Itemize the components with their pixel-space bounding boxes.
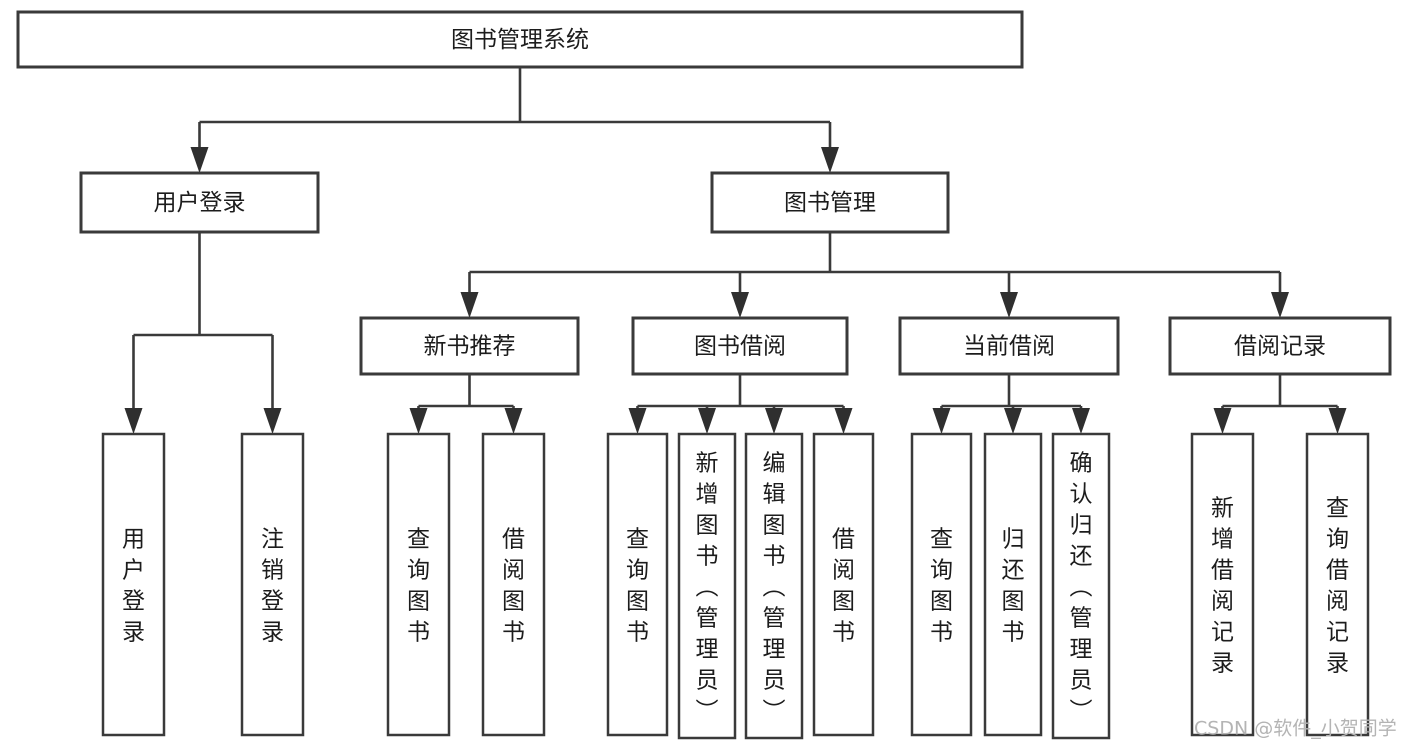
arrow-head-leaf-rec-add <box>1213 408 1232 434</box>
node-label-leaf-rec-add: 新增借阅记录 <box>1211 496 1234 677</box>
node-box-bookmgmt[interactable] <box>710 171 950 234</box>
node-box-current[interactable] <box>898 316 1120 376</box>
arrow-head-leaf-borrow-add <box>698 408 716 434</box>
node-leaf-cur-confirm[interactable]: 确认归还︵管理员︶ <box>1051 432 1111 740</box>
node-leaf-new-borrow[interactable]: 借阅图书 <box>481 432 546 737</box>
arrow-head-leaf-rec-query <box>1328 408 1347 434</box>
node-box-newbook[interactable] <box>359 316 580 376</box>
node-borrow[interactable]: 图书借阅 <box>631 316 849 376</box>
node-box-borrow[interactable] <box>631 316 849 376</box>
node-box-login[interactable] <box>79 171 320 234</box>
arrow-head-leaf-new-query <box>409 408 428 434</box>
node-leaf-cur-query[interactable]: 查询图书 <box>910 432 973 737</box>
node-box-leaf-new-borrow[interactable] <box>481 432 546 737</box>
arrow-head-newbook <box>460 292 479 318</box>
node-box-leaf-rec-add[interactable] <box>1190 432 1255 737</box>
edge-layer <box>124 67 1347 434</box>
arrow-head-borrow <box>731 292 749 318</box>
arrow-head-leaf-cur-return <box>1004 408 1022 434</box>
node-box-leaf-cur-confirm[interactable] <box>1051 432 1111 740</box>
node-label-root: 图书管理系统 <box>451 27 589 53</box>
node-label-records: 借阅记录 <box>1234 334 1326 360</box>
node-label-borrow: 图书借阅 <box>694 334 786 360</box>
node-leaf-borrow-add[interactable]: 新增图书︵管理员︶ <box>677 432 737 740</box>
node-box-leaf-borrow-query[interactable] <box>606 432 669 737</box>
node-login[interactable]: 用户登录 <box>79 171 320 234</box>
node-layer: 图书管理系统用户登录图书管理新书推荐图书借阅当前借阅借阅记录用户登录注销登录查询… <box>16 10 1392 740</box>
arrow-head-bookmgmt <box>821 147 839 173</box>
watermark-label: CSDN @软件_小贺同学 <box>1194 718 1397 740</box>
node-label-leaf-user-logout: 注销登录 <box>261 527 284 646</box>
arrow-head-leaf-user-login <box>124 408 143 434</box>
node-label-leaf-rec-query: 查询借阅记录 <box>1326 496 1349 677</box>
node-label-leaf-new-borrow: 借阅图书 <box>502 527 525 646</box>
node-leaf-rec-query[interactable]: 查询借阅记录 <box>1305 432 1370 737</box>
node-label-leaf-borrow-add: 新增图书︵管理员︶ <box>696 451 719 725</box>
node-box-leaf-borrow-add[interactable] <box>677 432 737 740</box>
node-box-leaf-user-logout[interactable] <box>240 432 305 737</box>
arrow-head-leaf-cur-confirm <box>1072 408 1090 434</box>
node-leaf-user-login[interactable]: 用户登录 <box>101 432 166 737</box>
node-label-leaf-borrow-lend: 借阅图书 <box>832 527 855 646</box>
node-leaf-borrow-edit[interactable]: 编辑图书︵管理员︶ <box>744 432 804 740</box>
arrow-head-login <box>190 147 209 173</box>
node-label-login: 用户登录 <box>154 190 246 216</box>
arrow-head-leaf-borrow-lend <box>834 408 853 434</box>
node-records[interactable]: 借阅记录 <box>1168 316 1392 376</box>
node-label-leaf-cur-query: 查询图书 <box>930 527 953 646</box>
node-label-leaf-borrow-query: 查询图书 <box>626 527 649 646</box>
node-box-leaf-new-query[interactable] <box>386 432 451 737</box>
node-box-leaf-borrow-lend[interactable] <box>812 432 875 737</box>
arrow-head-leaf-cur-query <box>932 408 951 434</box>
arrow-head-leaf-user-logout <box>263 408 282 434</box>
node-box-records[interactable] <box>1168 316 1392 376</box>
node-label-current: 当前借阅 <box>963 334 1055 360</box>
node-label-leaf-borrow-edit: 编辑图书︵管理员︶ <box>763 451 786 725</box>
node-leaf-borrow-lend[interactable]: 借阅图书 <box>812 432 875 737</box>
node-root[interactable]: 图书管理系统 <box>16 10 1024 69</box>
arrow-head-leaf-borrow-query <box>628 408 647 434</box>
node-leaf-cur-return[interactable]: 归还图书 <box>983 432 1043 737</box>
node-label-bookmgmt: 图书管理 <box>784 190 876 216</box>
arrow-head-current <box>1000 292 1018 318</box>
node-leaf-borrow-query[interactable]: 查询图书 <box>606 432 669 737</box>
node-box-leaf-user-login[interactable] <box>101 432 166 737</box>
node-box-leaf-borrow-edit[interactable] <box>744 432 804 740</box>
node-box-leaf-cur-query[interactable] <box>910 432 973 737</box>
node-leaf-new-query[interactable]: 查询图书 <box>386 432 451 737</box>
node-label-leaf-user-login: 用户登录 <box>122 527 145 646</box>
node-label-leaf-cur-return: 归还图书 <box>1002 527 1025 646</box>
arrow-head-leaf-borrow-edit <box>765 408 783 434</box>
node-leaf-rec-add[interactable]: 新增借阅记录 <box>1190 432 1255 737</box>
node-box-leaf-cur-return[interactable] <box>983 432 1043 737</box>
node-bookmgmt[interactable]: 图书管理 <box>710 171 950 234</box>
node-box-leaf-rec-query[interactable] <box>1305 432 1370 737</box>
node-label-leaf-new-query: 查询图书 <box>407 527 430 646</box>
node-box-root[interactable] <box>16 10 1024 69</box>
node-current[interactable]: 当前借阅 <box>898 316 1120 376</box>
node-label-leaf-cur-confirm: 确认归还︵管理员︶ <box>1070 451 1093 725</box>
arrow-head-leaf-new-borrow <box>504 408 523 434</box>
node-leaf-user-logout[interactable]: 注销登录 <box>240 432 305 737</box>
node-label-newbook: 新书推荐 <box>424 334 516 360</box>
node-newbook[interactable]: 新书推荐 <box>359 316 580 376</box>
arrow-head-records <box>1271 292 1289 318</box>
